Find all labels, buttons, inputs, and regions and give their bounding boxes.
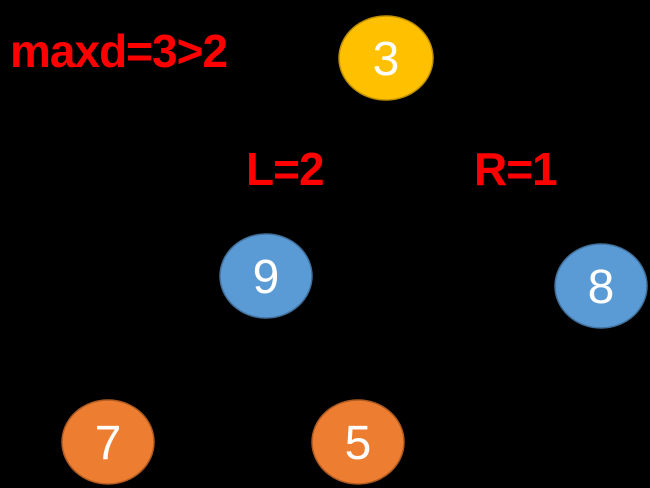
node-circle-left-right-grandchild [311, 399, 405, 485]
node-value-right-child: 8 [588, 261, 615, 314]
node-value-left-child: 9 [253, 251, 280, 304]
node-circle-left-child [219, 233, 313, 319]
node-circle-root [338, 15, 434, 101]
right-depth-annotation: R=1 [474, 143, 558, 195]
tree-node-left-left-grandchild: 7 [61, 399, 155, 485]
node-value-left-left-grandchild: 7 [95, 417, 122, 470]
node-circle-left-left-grandchild [61, 399, 155, 485]
node-value-root: 3 [373, 33, 400, 86]
left-depth-annotation: L=2 [246, 143, 325, 195]
tree-node-root: 3 [338, 15, 434, 101]
tree-node-left-child: 9 [219, 233, 313, 319]
node-circle-right-child [554, 243, 648, 329]
tree-node-right-child: 8 [554, 243, 648, 329]
max-depth-annotation: maxd=3>2 [10, 25, 228, 77]
tree-node-left-right-grandchild: 5 [311, 399, 405, 485]
node-value-left-right-grandchild: 5 [345, 417, 372, 470]
